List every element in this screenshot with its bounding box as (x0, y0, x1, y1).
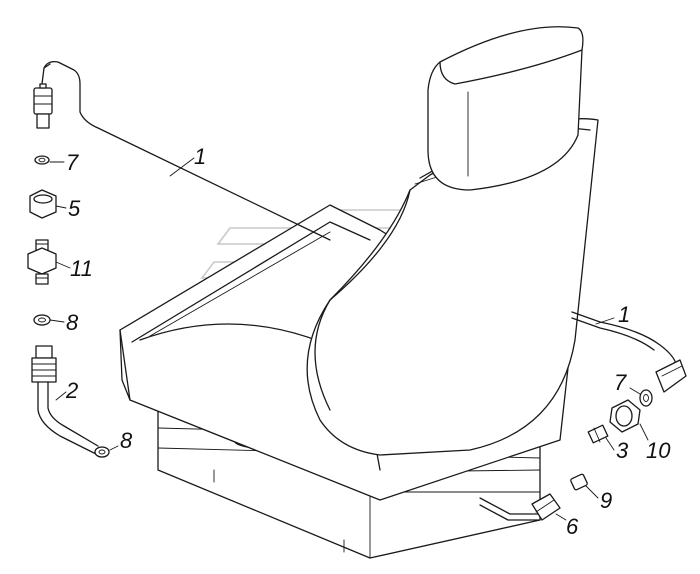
callout-10: 10 (646, 438, 671, 463)
cap-6 (531, 493, 561, 521)
callout-7-right: 7 (614, 370, 627, 395)
washer-8-bottom (94, 446, 110, 458)
callout-9: 9 (600, 488, 612, 513)
sensor-10 (609, 399, 641, 433)
adapter-3 (587, 424, 609, 444)
nut-5 (29, 189, 57, 219)
callout-labels: 1 1 2 3 5 6 7 7 8 8 9 10 11 (65, 144, 671, 539)
fitting-right-nut (655, 359, 687, 393)
callout-11: 11 (70, 256, 93, 281)
callout-8-bottom: 8 (120, 428, 133, 453)
pipe-2 (31, 345, 99, 455)
pipe-1-left (41, 60, 331, 241)
headrest (427, 26, 584, 191)
callout-8-left: 8 (66, 310, 79, 335)
callout-1-right: 1 (618, 302, 630, 327)
callout-2: 2 (65, 378, 78, 403)
callout-1-left: 1 (194, 144, 206, 169)
callout-7-left: 7 (66, 150, 79, 175)
plug-9 (570, 473, 588, 491)
callout-3: 3 (616, 438, 629, 463)
fitting-top-left (33, 83, 53, 129)
pipe-under-seat (479, 497, 541, 521)
leader-lines (49, 157, 649, 521)
adapter-11 (27, 239, 57, 285)
washer-8-left (33, 314, 51, 326)
callout-6: 6 (566, 514, 579, 539)
callout-5: 5 (68, 196, 81, 221)
washer-7-left (34, 155, 50, 165)
washer-7-right (639, 389, 653, 407)
